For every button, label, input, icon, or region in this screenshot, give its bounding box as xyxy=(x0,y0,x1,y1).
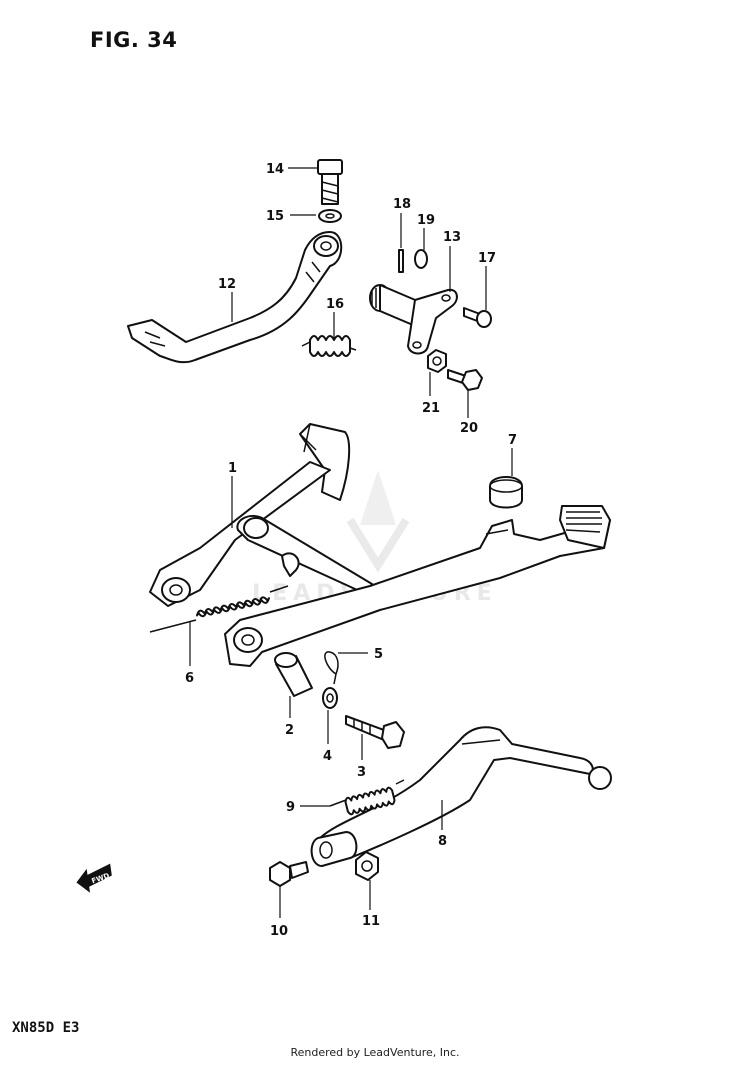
part-16-spring xyxy=(301,335,357,357)
part-4-washer xyxy=(322,687,338,709)
callout-21: 21 xyxy=(422,401,440,416)
callout-12: 12 xyxy=(218,277,236,292)
part-9-spring xyxy=(329,779,405,816)
callout-10: 10 xyxy=(270,924,288,939)
callout-19: 19 xyxy=(417,213,435,228)
callout-13: 13 xyxy=(443,230,461,245)
part-17-bolt xyxy=(463,307,492,328)
callout-6: 6 xyxy=(185,671,194,686)
part-1-main-stand xyxy=(149,423,611,667)
callout-8: 8 xyxy=(438,834,447,849)
part-18-cotter-pin xyxy=(398,249,404,273)
part-6-stand-spring xyxy=(149,585,289,633)
part-2-collar xyxy=(274,652,313,697)
part-13-brake-arm xyxy=(369,284,458,355)
callout-1: 1 xyxy=(228,461,237,476)
part-7-stopper xyxy=(489,476,523,509)
part-14-bolt xyxy=(317,159,343,205)
part-11-nut xyxy=(355,851,379,881)
callout-14: 14 xyxy=(266,162,284,177)
callout-16: 16 xyxy=(326,297,344,312)
callout-7: 7 xyxy=(508,433,517,448)
callout-5: 5 xyxy=(374,647,383,662)
model-code: XN85D E3 xyxy=(12,1020,80,1036)
callout-11: 11 xyxy=(362,914,380,929)
part-3-bolt xyxy=(345,715,405,749)
part-21-nut xyxy=(427,349,447,373)
part-15-washer xyxy=(318,209,342,223)
callout-17: 17 xyxy=(478,251,496,266)
render-credit: Rendered by LeadVenture, Inc. xyxy=(290,1046,460,1059)
leader-lines xyxy=(189,167,513,918)
callouts: 14 15 12 16 18 19 13 17 21 20 7 1 6 5 2 … xyxy=(185,162,517,939)
callout-4: 4 xyxy=(323,749,332,764)
fwd-arrow-icon: FWD xyxy=(76,863,112,893)
part-10-bolt xyxy=(269,861,309,887)
figure-title: FIG. 34 xyxy=(90,28,178,52)
part-20-bolt xyxy=(447,369,483,391)
callout-20: 20 xyxy=(460,421,478,436)
part-5-clip xyxy=(324,651,339,685)
part-19-washer xyxy=(414,249,428,269)
callout-15: 15 xyxy=(266,209,284,224)
callout-18: 18 xyxy=(393,197,411,212)
part-12-brake-pedal xyxy=(127,231,343,364)
callout-2: 2 xyxy=(285,723,294,738)
callout-3: 3 xyxy=(357,765,366,780)
part-8-side-stand xyxy=(310,726,612,867)
callout-9: 9 xyxy=(286,800,295,815)
